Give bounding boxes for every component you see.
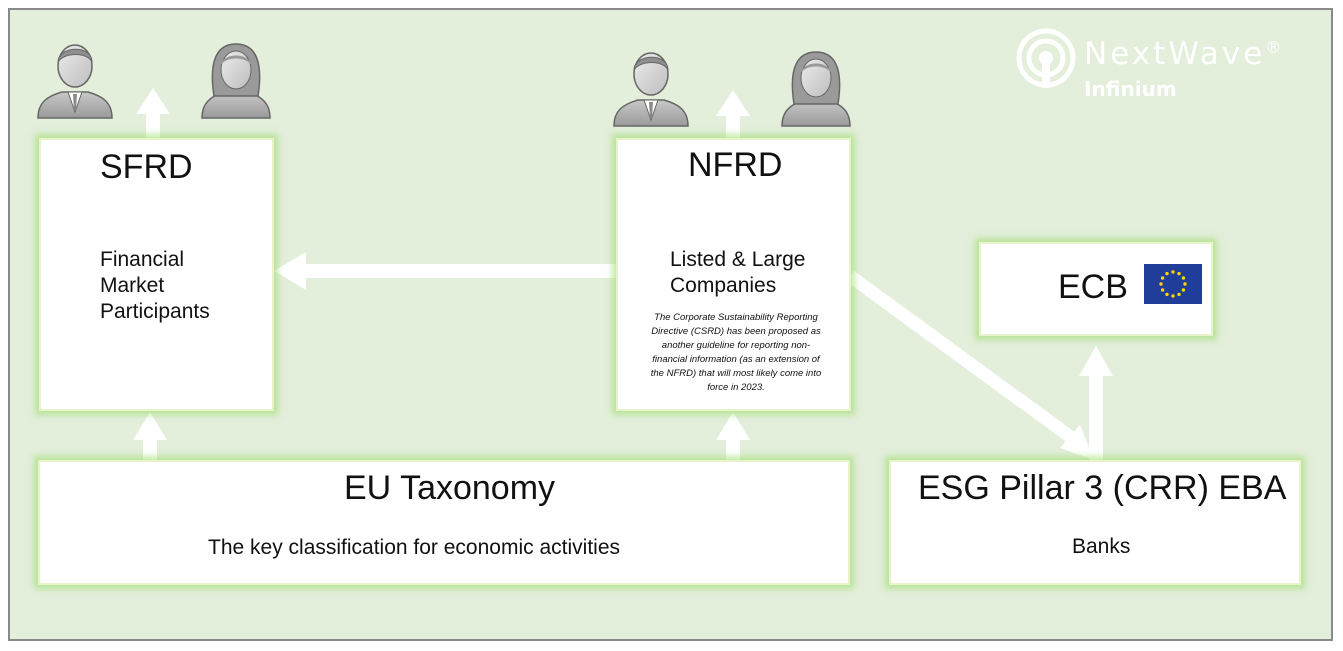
eu-taxonomy-title: EU Taxonomy [344, 469, 556, 507]
arrow-nfrd-to-sfrd [274, 252, 618, 290]
esg-pillar3-title: ESG Pillar 3 (CRR) EBA [918, 469, 1287, 507]
logo-brand-name: NextWave [1084, 36, 1266, 72]
ecb-title: ECB [1058, 268, 1128, 306]
logo-product: Infinium [1084, 77, 1177, 101]
sfrd-title: SFRD [100, 148, 193, 186]
arrow-nfrd-to-pillar3 [846, 270, 1094, 460]
sfrd-box [39, 138, 274, 411]
logo-brand: NextWave® [1084, 36, 1284, 72]
esg-pillar3-subtitle: Banks [1072, 535, 1131, 558]
arrow-pillar3-to-ecb [1079, 346, 1113, 462]
logo-registered-mark: ® [1265, 37, 1285, 57]
arrow-taxonomy-to-nfrd [716, 412, 750, 462]
sfrd-line-3: Participants [100, 300, 210, 323]
arrow-sfrd-to-users [136, 88, 170, 140]
businessman-icon [37, 44, 113, 119]
csrd-note-line: force in 2023. [707, 382, 765, 393]
businesswoman-icon [781, 51, 851, 127]
csrd-note-line: another guideline for reporting non- [661, 340, 811, 351]
csrd-note-line: The Corporate Sustainability Reporting [654, 312, 818, 323]
nfrd-title: NFRD [688, 146, 783, 184]
nfrd-line-2: Companies [670, 274, 777, 297]
nfrd-box [616, 138, 851, 411]
nextwave-logo-icon [1016, 28, 1076, 88]
sfrd-line-1: Financial [100, 248, 185, 271]
nfrd-line-1: Listed & Large [670, 248, 806, 271]
eu-taxonomy-box [38, 460, 850, 585]
eu-flag-icon [1144, 264, 1202, 304]
eu-taxonomy-subtitle: The key classification for economic acti… [208, 536, 620, 559]
esg-pillar3-box [889, 460, 1301, 585]
csrd-note: The Corporate Sustainability Reporting D… [630, 311, 842, 395]
arrow-nfrd-to-users [716, 90, 750, 140]
csrd-note-line: financial information (as an extension o… [652, 354, 820, 365]
arrow-taxonomy-to-sfrd [133, 412, 167, 462]
sfrd-line-2: Market [100, 274, 165, 297]
csrd-note-line: the NFRD) that will most likely come int… [650, 368, 822, 379]
businesswoman-icon [201, 43, 271, 119]
csrd-note-line: Directive (CSRD) has been proposed as [651, 326, 821, 337]
businessman-icon [613, 52, 689, 127]
